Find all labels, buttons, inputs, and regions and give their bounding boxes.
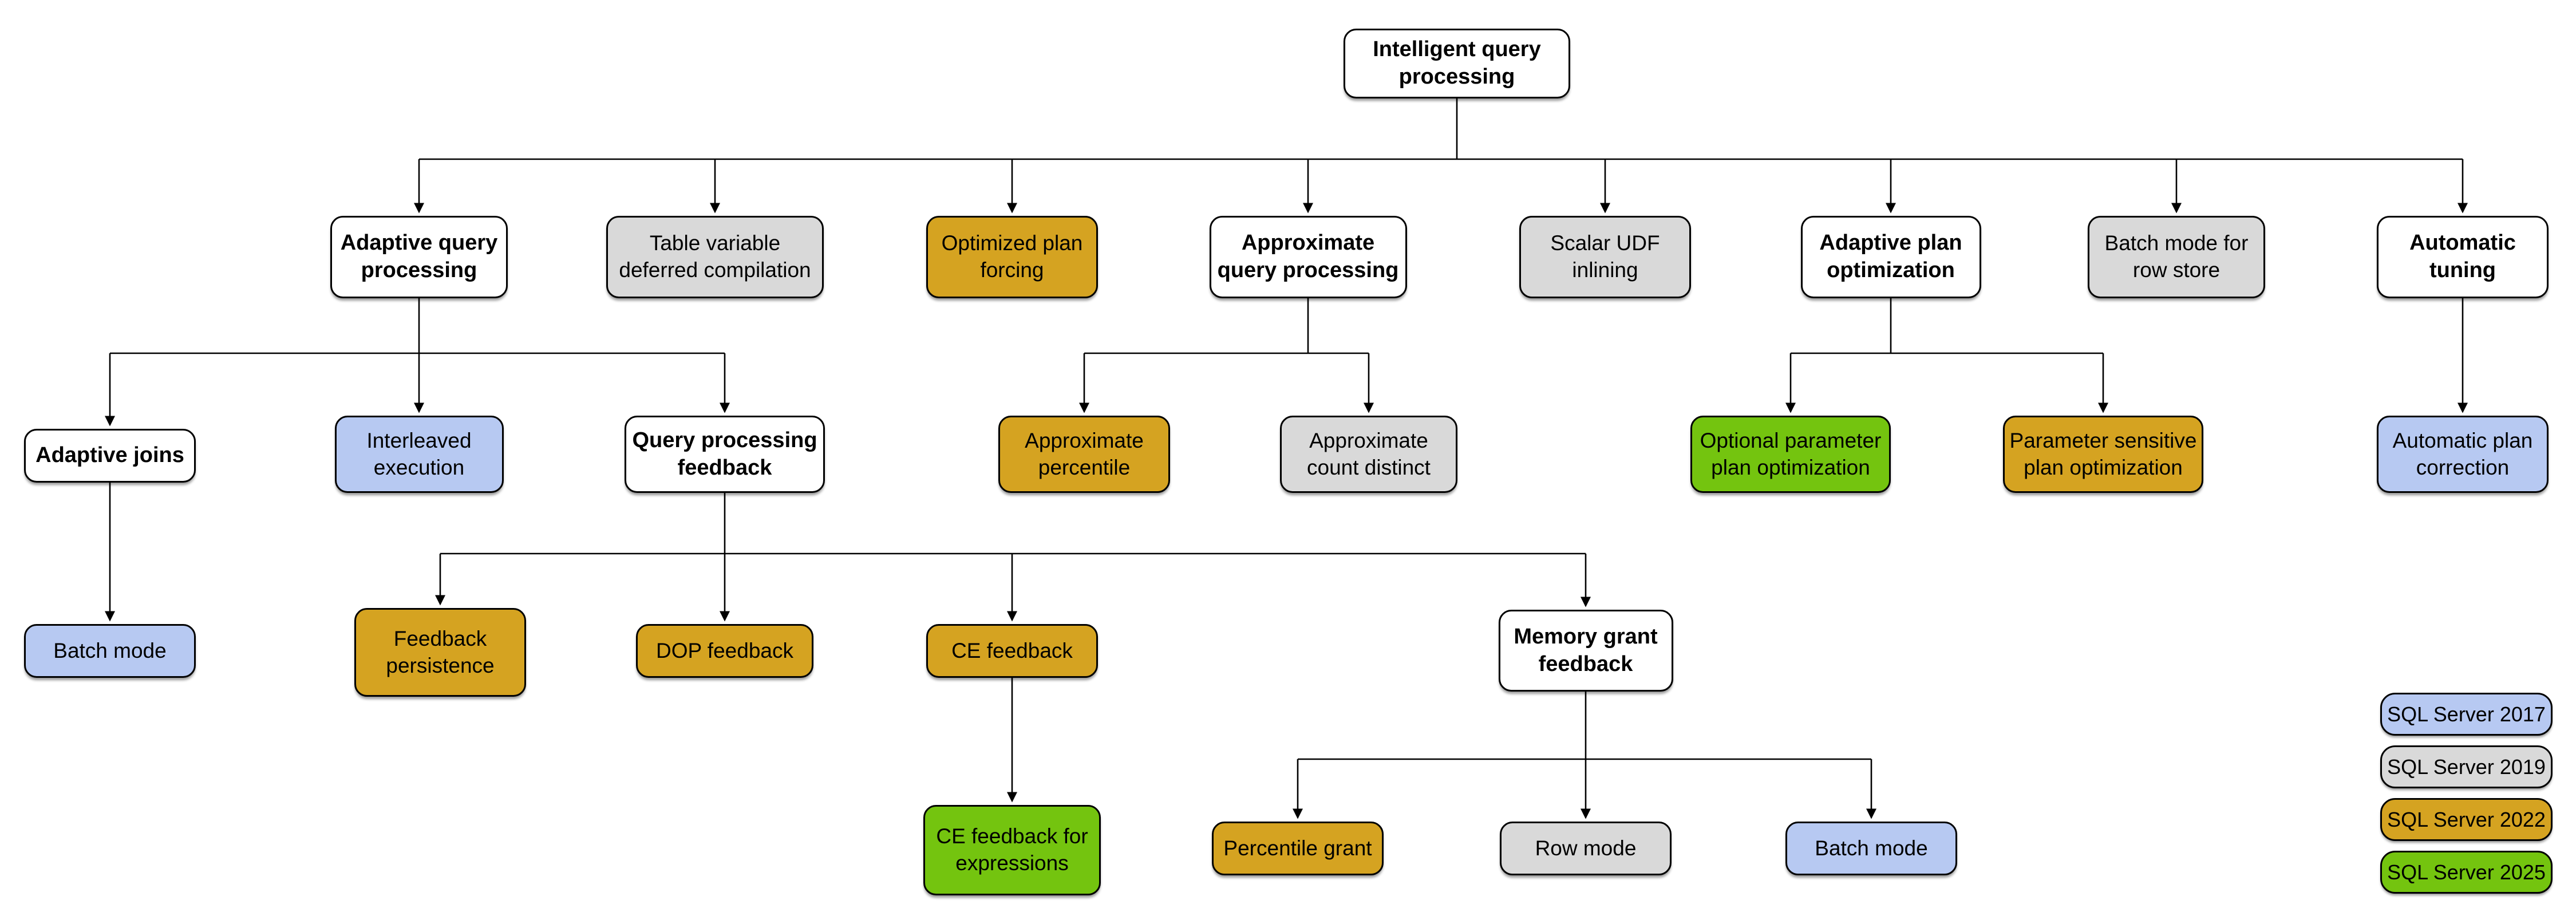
node-oppo: Optional parameter plan optimization [1690,416,1891,493]
node-approxqp: Approximate query processing [1209,216,1407,298]
node-apo: Adaptive plan optimization [1800,216,1981,298]
node-acd: Approximate count distinct [1280,416,1457,493]
node-cefe: CE feedback for expressions [923,805,1101,895]
node-dop: DOP feedback [636,624,813,678]
node-aj: Adaptive joins [24,429,196,483]
node-pg: Percentile grant [1212,822,1384,875]
node-bmrs: Batch mode for row store [2088,216,2265,298]
node-aqp: Adaptive query processing [330,216,508,298]
node-bm2: Batch mode [1785,822,1957,875]
node-sudf: Scalar UDF inlining [1519,216,1691,298]
node-rm: Row mode [1500,822,1672,875]
legend-item-2019: SQL Server 2019 [2380,745,2553,788]
node-fp: Feedback persistence [354,608,526,697]
node-apc: Automatic plan correction [2377,416,2549,493]
node-ap: Approximate percentile [998,416,1170,493]
legend-item-2017: SQL Server 2017 [2380,693,2553,736]
node-qpf: Query processing feedback [625,416,825,493]
node-opf: Optimized plan forcing [926,216,1098,298]
node-tvdc: Table variable deferred compilation [606,216,824,298]
node-bm1: Batch mode [24,624,196,678]
node-root: Intelligent query processing [1344,29,1570,98]
node-pspo: Parameter sensitive plan optimization [2003,416,2203,493]
legend-item-2022: SQL Server 2022 [2380,798,2553,841]
node-ie: Interleaved execution [334,416,504,493]
node-at: Automatic tuning [2377,216,2549,298]
legend-item-2025: SQL Server 2025 [2380,851,2553,894]
node-cef: CE feedback [926,624,1098,678]
node-mgf: Memory grant feedback [1498,610,1673,692]
